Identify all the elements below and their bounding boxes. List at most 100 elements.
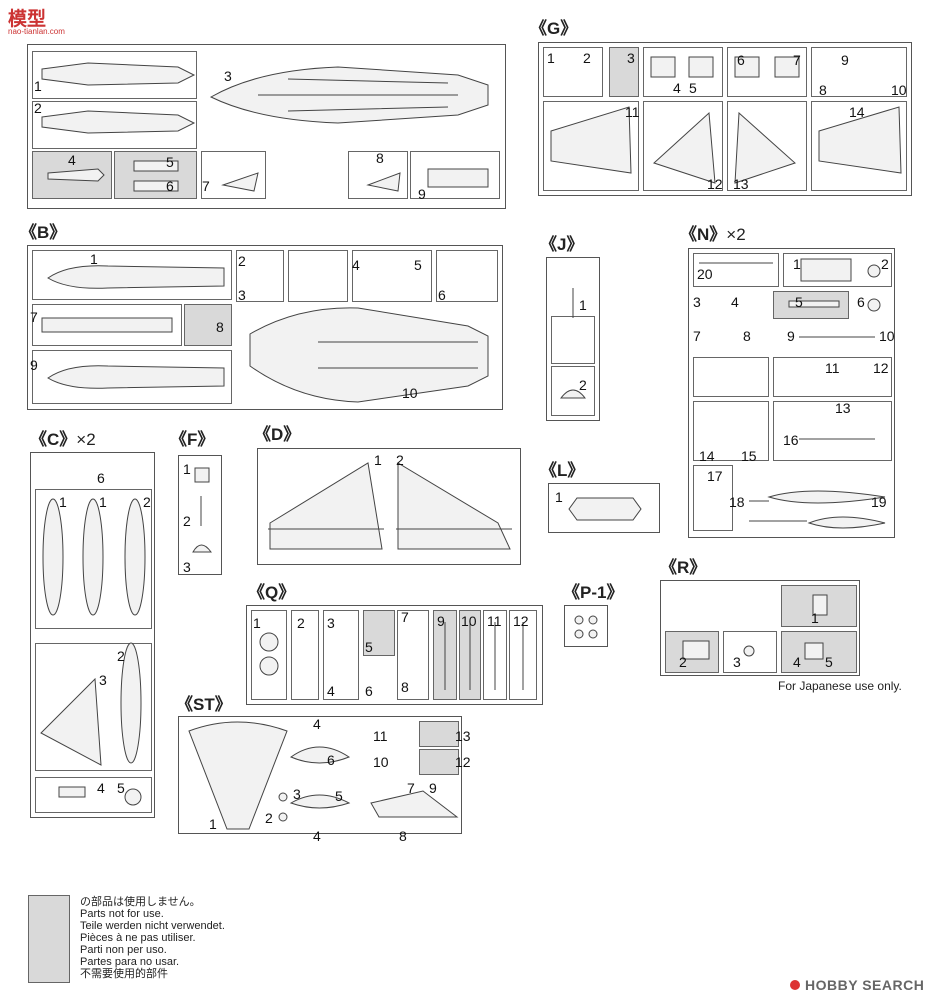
frame-g-part-6: 6 [737,52,745,68]
frame-a-part-4: 4 [68,152,76,168]
frame-q-part-9: 9 [437,613,445,629]
frame-b-part-1: 1 [90,251,98,267]
frame-b-part-9: 9 [30,357,38,373]
frame-c-title: 《C》×2 [30,425,96,450]
frame-r-title: 《R》 [660,558,707,577]
frame-st-part-1: 1 [209,816,217,832]
frame-n-part-4: 4 [731,294,739,310]
frame-b-part-7: 7 [30,309,38,325]
frame-b-part-4: 4 [352,257,360,273]
frame-f: 1 2 3 [178,455,222,575]
japanese-use-note: For Japanese use only. [778,679,902,693]
frame-q: 1 2 3 4 5 6 7 8 9 10 11 12 [246,605,543,705]
frame-g-part-10: 10 [891,82,907,98]
frame-n: 1 2 3 4 5 6 7 8 9 10 11 12 13 14 15 16 1… [688,248,895,538]
frame-q-part-5: 5 [365,639,373,655]
frame-n-part-5: 5 [795,294,803,310]
frame-q-part-11: 11 [487,613,502,629]
frame-st-part-3: 3 [293,786,301,802]
frame-j-part-2: 2 [579,377,587,393]
frame-c-multiplier: ×2 [76,430,96,449]
legend-line-zh: 不需要使用的部件 [80,968,168,980]
frame-st: 1 2 3 4 5 6 7 8 9 10 11 12 13 4 [178,716,471,843]
frame-b-title: 《B》 [20,223,67,242]
frame-q-title: 《Q》 [248,583,296,602]
frame-b-part-10: 10 [402,385,418,401]
frame-g-part-14: 14 [849,104,865,120]
frame-st-part-10: 10 [373,754,389,770]
frame-n-part-3: 3 [693,294,701,310]
frame-p1 [564,605,608,647]
frame-r-part-1: 1 [811,610,819,626]
frame-a-part-5: 5 [166,154,174,170]
frame-g: 1 2 3 4 5 6 7 8 9 10 11 12 13 14 [538,42,912,196]
frame-r: 1 2 3 4 5 [660,580,860,676]
frame-p1-title: 《P-1》 [563,583,624,602]
frame-st-part-12: 12 [455,754,471,770]
frame-j-parts-drawing [559,288,587,399]
frame-a-part-3: 3 [224,68,232,84]
frame-st-part-13: 13 [455,728,471,744]
frame-a-part-2: 2 [34,100,42,116]
frame-a-part-6: 6 [166,178,174,194]
frame-n-title-text: 《N》 [680,225,727,244]
frame-st-part-9: 9 [429,780,437,796]
frame-a-part-1: 1 [34,78,42,94]
frame-n-part-13: 13 [835,400,851,416]
frame-n-part-8: 8 [743,328,751,344]
frame-q-part-10: 10 [461,613,477,629]
frame-st-part-4: 4 [313,716,321,732]
frame-r-part-3: 3 [733,654,741,670]
legend-line-jp: の部品は使用しません。 [80,896,201,908]
frame-a-part-9: 9 [418,186,426,202]
frame-b-part-6: 6 [438,287,446,303]
hobby-search-watermark: HOBBY SEARCH [790,976,924,994]
frame-st-part-7: 7 [407,780,415,796]
frame-c-part-2b: 2 [117,648,125,664]
hobby-search-brand: HOBBY SEARCH [805,977,925,993]
frame-n-part-17: 17 [707,468,723,484]
frame-g-title: 《G》 [530,19,578,38]
frame-l-parts-drawing [568,497,642,521]
frame-n-part-6: 6 [857,294,865,310]
frame-b-part-5: 5 [414,257,422,273]
frame-f-part-2: 2 [183,513,191,529]
legend-swatch [28,895,70,983]
frame-q-part-1: 1 [253,615,261,631]
site-logo-sub: nao-tianlan.com [8,27,65,36]
frame-c-parts-drawing [40,498,146,806]
frame-st-part-11: 11 [373,728,388,744]
frame-g-part-11: 11 [625,104,640,120]
frame-st-part-2: 2 [265,810,273,826]
hobby-search-logo-icon [790,980,800,990]
frame-c-part-1b: 1 [99,494,107,510]
legend-line-de: Teile werden nicht verwendet. [80,920,225,932]
frame-q-part-2: 2 [297,615,305,631]
frame-st-part-6: 6 [327,752,335,768]
frame-l: 1 [548,483,660,533]
frame-n-part-14: 14 [699,448,715,464]
frame-q-part-3: 3 [327,615,335,631]
frame-d-title: 《D》 [254,425,301,444]
frame-c-part-2: 2 [143,494,151,510]
frame-b: 1 2 3 4 5 6 7 8 9 10 [27,245,503,410]
frame-a: 1 2 3 4 5 6 7 8 9 [27,44,506,209]
frame-l-title: 《L》 [540,461,585,480]
legend-line-it: Parti non per uso. [80,944,167,956]
frame-f-parts-drawing [192,467,212,553]
frame-n-multiplier: ×2 [726,225,746,244]
legend-line-es: Partes para no usar. [80,956,180,968]
frame-n-part-12: 12 [873,360,889,376]
frame-g-part-2: 2 [583,50,591,66]
frame-f-part-1: 1 [183,461,191,477]
frame-q-part-7: 7 [401,609,409,625]
frame-n-part-11: 11 [825,360,840,376]
site-logo-text: 模型 [8,9,47,30]
legend-line-en: Parts not for use. [80,908,164,920]
frame-g-part-7: 7 [793,52,801,68]
frame-n-parts-drawing [699,258,886,529]
frame-r-part-5: 5 [825,654,833,670]
frame-g-part-12: 12 [707,176,723,192]
frame-n-part-18: 18 [729,494,745,510]
frame-d-part-1: 1 [374,452,382,468]
